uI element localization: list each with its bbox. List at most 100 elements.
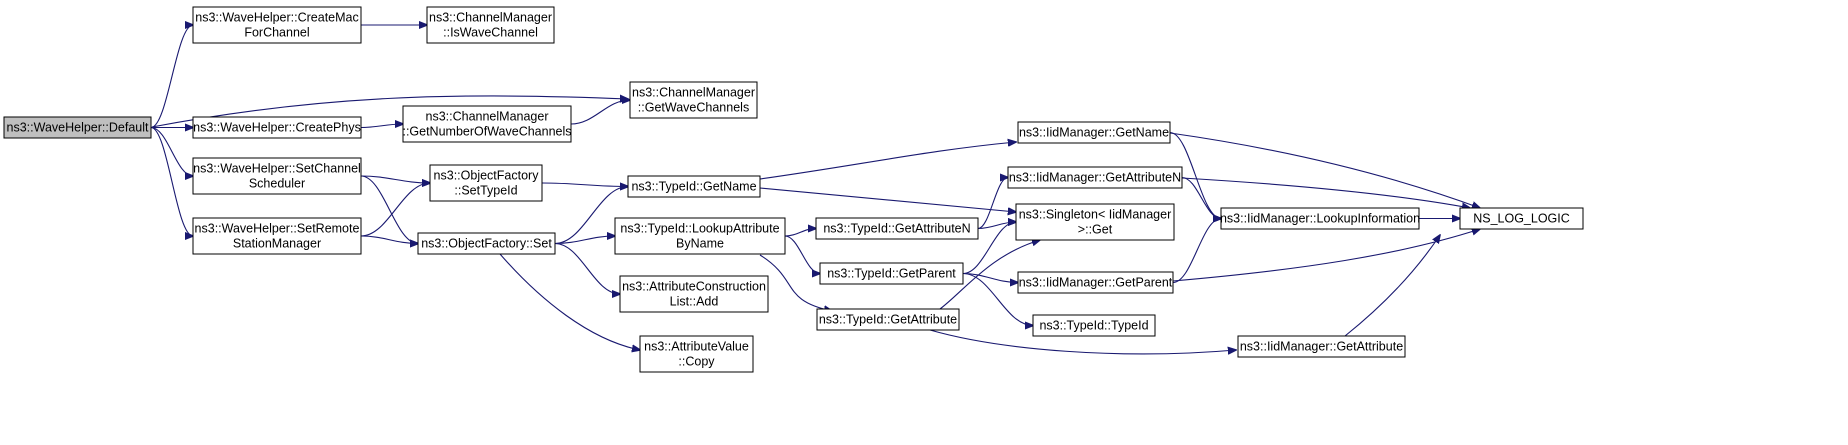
node-label: NS_LOG_LOGIC	[1473, 212, 1570, 226]
edge-ofSet-to-acl	[554, 242, 620, 295]
node-avCopy[interactable]: ns3::AttributeValue::Copy	[639, 335, 754, 373]
edge-tidLookup-to-tidGetParent	[784, 235, 820, 274]
node-box[interactable]	[1237, 335, 1406, 358]
node-tidGetAttrN[interactable]: ns3::TypeId::GetAttributeN	[815, 217, 979, 240]
edge-tidGetParent-to-tidTypeId	[962, 272, 1033, 326]
call-edges	[150, 25, 1480, 354]
node-label: ns3::TypeId::GetAttributeN	[823, 222, 970, 236]
node-iidGetAttr[interactable]: ns3::IidManager::GetAttribute	[1237, 335, 1406, 358]
node-tidTypeId[interactable]: ns3::TypeId::TypeId	[1032, 314, 1156, 337]
node-label: StationManager	[233, 237, 321, 251]
node-label: ns3::Singleton< IidManager	[1019, 208, 1172, 222]
node-getWaveCh[interactable]: ns3::ChannelManager::GetWaveChannels	[629, 81, 758, 119]
node-tidGetName[interactable]: ns3::TypeId::GetName	[627, 175, 761, 198]
node-box[interactable]	[629, 81, 758, 119]
node-box[interactable]	[614, 217, 786, 255]
edge-setChSched-to-ofSet	[360, 175, 418, 244]
node-label: ns3::WaveHelper::CreatePhys	[193, 121, 361, 135]
edge-tidGetParent-to-singleton	[962, 222, 1016, 275]
edge-default-to-setRemote	[150, 126, 193, 237]
node-box[interactable]	[1015, 203, 1175, 241]
node-label: ns3::IidManager::GetAttribute	[1240, 340, 1403, 354]
node-nsLog[interactable]: NS_LOG_LOGIC	[1459, 207, 1584, 230]
node-iidGetAttrN[interactable]: ns3::IidManager::GetAttributeN	[1007, 166, 1183, 189]
node-label: ns3::TypeId::GetName	[631, 180, 756, 194]
node-label: ::SetTypeId	[454, 184, 517, 198]
node-label: ns3::TypeId::LookupAttribute	[620, 222, 779, 236]
node-label: ns3::ChannelManager	[426, 110, 549, 124]
node-label: ns3::ChannelManager	[429, 11, 552, 25]
node-ofSet[interactable]: ns3::ObjectFactory::Set	[417, 232, 556, 255]
node-iidLookup[interactable]: ns3::IidManager::LookupInformation	[1220, 207, 1420, 230]
node-isWave[interactable]: ns3::ChannelManager::IsWaveChannel	[426, 6, 555, 44]
edge-ofSetTypeId-to-tidGetName	[541, 183, 628, 187]
edge-setRemote-to-ofSet	[360, 235, 418, 244]
node-tidGetAttr[interactable]: ns3::TypeId::GetAttribute	[816, 308, 960, 331]
edge-ofSet-to-tidGetName	[554, 187, 628, 245]
edge-iidGetParent-to-iidLookup	[1172, 219, 1221, 284]
node-box[interactable]	[1032, 314, 1156, 337]
node-label: ns3::ObjectFactory::Set	[421, 237, 552, 251]
edge-iidGetAttrN-to-nsLog	[1181, 177, 1470, 208]
node-box[interactable]	[402, 105, 572, 143]
node-label: List::Add	[670, 295, 719, 309]
edge-ofSet-to-tidLookup	[554, 236, 615, 245]
edge-iidGetName-to-nsLog	[1169, 132, 1480, 208]
node-box[interactable]	[417, 232, 556, 255]
node-box[interactable]	[1459, 207, 1584, 230]
node-label: ns3::WaveHelper::SetChannel	[193, 162, 361, 176]
edge-setChSched-to-ofSetTypeId	[360, 175, 430, 183]
node-box[interactable]	[192, 116, 362, 139]
node-tidGetParent[interactable]: ns3::TypeId::GetParent	[819, 262, 964, 285]
node-label: ns3::IidManager::LookupInformation	[1220, 212, 1420, 226]
node-box[interactable]	[639, 335, 754, 373]
node-box[interactable]	[1017, 271, 1174, 294]
node-box[interactable]	[819, 262, 964, 285]
node-label: ByName	[676, 237, 724, 251]
node-box[interactable]	[192, 6, 362, 44]
node-label: ns3::AttributeValue	[644, 340, 749, 354]
node-box[interactable]	[426, 6, 555, 44]
node-createPhys[interactable]: ns3::WaveHelper::CreatePhys	[192, 116, 362, 139]
node-box[interactable]	[192, 157, 362, 195]
node-label: ::IsWaveChannel	[443, 26, 538, 40]
edge-tidLookup-to-tidGetAttr	[759, 254, 832, 311]
edge-tidLookup-to-tidGetAttrN	[784, 229, 816, 237]
node-getNum[interactable]: ns3::ChannelManager::GetNumberOfWaveChan…	[402, 105, 572, 143]
node-box[interactable]	[627, 175, 761, 198]
node-label: ns3::ChannelManager	[632, 86, 755, 100]
node-label: ns3::WaveHelper::SetRemote	[195, 222, 360, 236]
edge-ofSet-to-avCopy	[499, 253, 640, 350]
node-ofSetTypeId[interactable]: ns3::ObjectFactory::SetTypeId	[429, 164, 543, 202]
node-box[interactable]	[1007, 166, 1183, 189]
node-iidGetName[interactable]: ns3::IidManager::GetName	[1017, 121, 1171, 144]
node-default[interactable]: ns3::WaveHelper::Default	[3, 116, 152, 139]
edge-iidGetAttr-to-iidLookup	[1344, 235, 1440, 337]
node-label: ForChannel	[244, 26, 309, 40]
edge-tidGetName-to-iidGetName	[759, 142, 1016, 180]
node-box[interactable]	[192, 217, 362, 255]
node-box[interactable]	[1017, 121, 1171, 144]
node-box[interactable]	[429, 164, 543, 202]
node-label: ns3::IidManager::GetAttributeN	[1009, 171, 1181, 185]
node-box[interactable]	[816, 308, 960, 331]
node-iidGetParent[interactable]: ns3::IidManager::GetParent	[1017, 271, 1174, 294]
node-singleton[interactable]: ns3::Singleton< IidManager>::Get	[1015, 203, 1175, 241]
edge-default-to-createMac	[150, 25, 193, 129]
node-box[interactable]	[815, 217, 979, 240]
node-box[interactable]	[3, 116, 152, 139]
node-label: ::GetWaveChannels	[638, 101, 749, 115]
node-label: ns3::TypeId::GetParent	[827, 267, 956, 281]
node-box[interactable]	[1220, 207, 1420, 230]
node-label: Scheduler	[249, 177, 305, 191]
edge-tidGetName-to-singleton	[759, 187, 1016, 212]
edge-iidGetAttrN-to-iidLookup	[1181, 176, 1221, 219]
node-label: >::Get	[1078, 223, 1113, 237]
node-box[interactable]	[619, 275, 769, 313]
